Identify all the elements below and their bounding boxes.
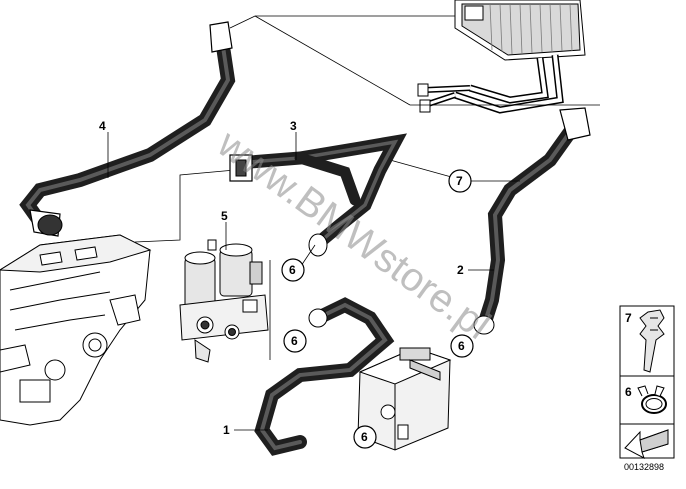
direction-arrow-icon xyxy=(624,429,669,460)
callout-hose-2: 2 xyxy=(457,263,464,277)
callout-hose-1: 1 xyxy=(223,423,230,437)
callout-clamp-6a-label: 6 xyxy=(289,263,296,277)
legend-clip-label: 7 xyxy=(625,311,632,325)
callout-clip-7-label: 7 xyxy=(456,174,463,188)
heater-core-icon xyxy=(417,0,586,114)
callout-hose-3: 3 xyxy=(290,119,297,133)
water-valve-icon xyxy=(179,239,269,363)
hose-clip-icon xyxy=(639,309,665,373)
expansion-tank-icon xyxy=(357,347,452,451)
callout-hose-4: 4 xyxy=(99,119,106,133)
callout-leaders xyxy=(107,132,520,431)
hose-1 xyxy=(254,297,395,456)
reference-number: 00132898 xyxy=(624,462,664,472)
engine-block-icon xyxy=(0,234,152,426)
hose-4 xyxy=(19,21,236,237)
callout-clamp-6c-label: 6 xyxy=(458,339,465,353)
callout-clamp-6d-label: 6 xyxy=(361,430,368,444)
hose-3 xyxy=(229,133,408,257)
hose-2 xyxy=(473,107,591,335)
callout-clamp-6d: 6 xyxy=(353,425,377,449)
callout-clip-7: 7 xyxy=(448,169,472,193)
callout-clamp-6a: 6 xyxy=(281,258,305,282)
callout-clamp-6b-label: 6 xyxy=(291,334,298,348)
legend-clamp-label: 6 xyxy=(625,385,632,399)
legend-panel: 7 6 00132898 xyxy=(619,305,675,472)
callout-clamp-6c: 6 xyxy=(450,334,474,358)
callout-valve-5: 5 xyxy=(221,209,228,223)
guide-lines xyxy=(134,15,600,360)
hose-clamp-icon xyxy=(637,385,667,414)
callout-clamp-6b: 6 xyxy=(283,329,307,353)
